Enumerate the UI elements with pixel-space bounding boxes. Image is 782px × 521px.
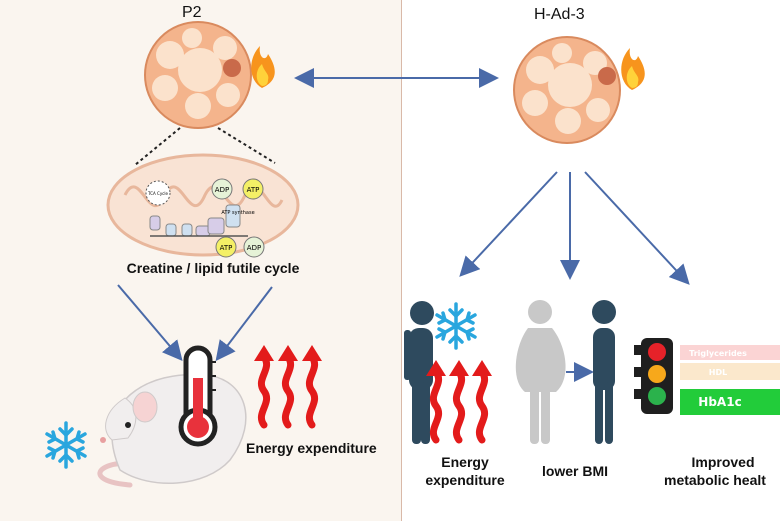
atp-synthase-label: ATP synthase [221,210,254,216]
marker-hdl: HDL [709,368,727,377]
heat-wave-right-3-icon [472,360,492,440]
heat-wave-left-2-icon [278,345,298,425]
outcome-health-line1: Improved [691,454,755,470]
person-lean-icon [592,300,616,444]
mitochondria-icon [106,153,300,258]
marker-hba1c: HbA1c [698,395,741,409]
outcome-health-line2: metabolic healt [664,472,766,488]
mouse-icon [97,373,247,488]
flame-right-icon [621,48,645,90]
snowflake-mouse-icon [45,421,87,469]
heat-wave-left-3-icon [302,345,322,425]
atp-top-label: ATP [247,186,260,194]
panel-title-right: H-Ad-3 [534,6,585,23]
thermometer-icon [178,345,218,447]
marker-triglycerides: Triglycerides [689,349,747,358]
adp-top-label: ADP [215,186,229,194]
panel-title-left: P2 [182,4,202,21]
outcome-bmi-label: lower BMI [541,463,609,479]
marker-bar-hba1c [680,389,780,415]
person-overweight-icon [515,300,566,444]
marker-bar-hdl [680,363,780,380]
arrow-to-energy [459,171,558,277]
snowflake-person-icon [435,302,477,350]
energy-expenditure-left-label: Energy expenditure [246,440,377,456]
zoom-line-left [134,127,181,166]
outcome-energy-line2: expenditure [425,472,505,488]
marker-bar-triglycerides [680,345,780,360]
adipocyte-right-icon [513,36,621,144]
arrow-to-health [584,171,690,285]
flame-left-icon [251,46,275,88]
arrow-to-thermo-left [117,284,183,362]
traffic-light-icon [634,338,673,414]
tca-label: TCA Cycle [147,191,168,196]
outcome-energy-line1: Energy [441,454,489,470]
zoom-line-right [217,127,276,164]
adp-bottom-label: ADP [247,244,261,252]
heat-wave-left-1-icon [254,345,274,425]
adipocyte-left-icon [144,21,252,129]
heat-wave-right-2-icon [449,360,469,440]
mitochondria-caption: Creatine / lipid futile cycle [126,260,300,276]
atp-bottom-label: ATP [220,244,233,252]
arrow-to-thermo-right [215,286,273,362]
